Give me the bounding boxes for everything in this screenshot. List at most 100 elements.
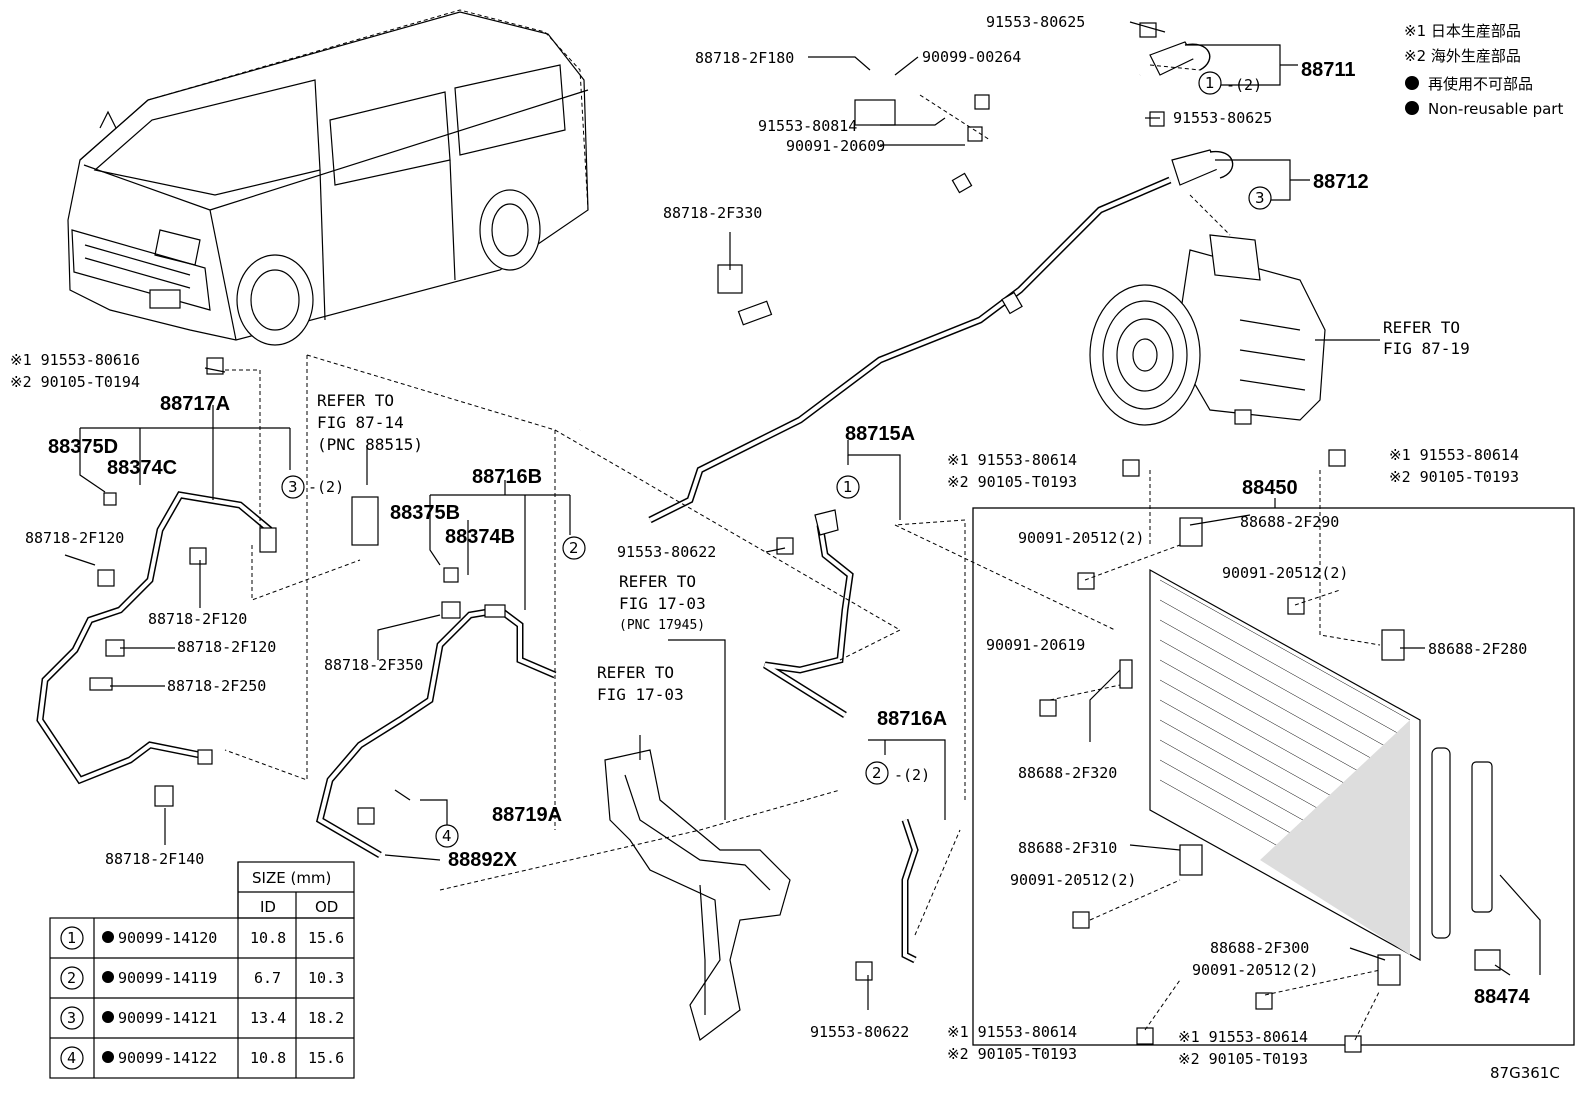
part-88712: 88712 [1313,171,1369,193]
circle-2-right: 2 [872,764,882,782]
circle-1-mid: 1 [843,478,853,496]
label-91553-80622-b: 91553-80622 [810,1023,909,1041]
non-reusable-bullet-icon [1405,76,1419,90]
discharge-hose-88712 [648,149,1234,524]
part-88374C: 88374C [107,457,177,479]
ref-87-14-line2: FIG 87-14 [317,413,404,432]
label-88718-2F180: 88718-2F180 [695,49,794,67]
part-88716A: 88716A [877,708,947,730]
label-90099-00264: 90099-00264 [922,48,1021,66]
label-r1-91553-80614-c: ※1 91553-80614 [947,1023,1077,1041]
part-88716B: 88716B [472,466,542,488]
row-1-part: 90099-14120 [118,929,217,947]
label-r1-91553-80614-b: ※1 91553-80614 [1389,446,1519,464]
bracket-17-03 [604,749,791,1042]
part-88450: 88450 [1242,477,1298,499]
ref-17-03b-line1: REFER TO [597,663,674,682]
label-88718-2F140: 88718-2F140 [105,850,204,868]
row-2-od: 10.3 [308,969,344,987]
legend: ※1 日本生産部品 ※2 海外生産部品 再使用不可部品 Non-reusable… [1404,22,1563,118]
row-3-no: 3 [67,1009,76,1027]
label-90091-20512-d: 90091-20512(2) [1192,961,1318,979]
label-88688-2F290: 88688-2F290 [1240,513,1339,531]
non-reusable-bullet-icon [102,1011,114,1023]
label-88688-2F320: 88688-2F320 [1018,764,1117,782]
label-circle1-qty: -(2) [1226,76,1262,94]
solid-leaders [64,21,1541,1010]
part-88375B: 88375B [390,502,460,524]
circle-3-top: 3 [1255,189,1265,207]
row-4-id: 10.8 [250,1049,286,1067]
row-2-id: 6.7 [254,969,281,987]
row-4-od: 15.6 [308,1049,344,1067]
size-table-col-id: ID [260,898,276,916]
label-88718-2F350: 88718-2F350 [324,656,423,674]
row-2-part: 90099-14119 [118,969,217,987]
label-r1-91553-80614-d: ※1 91553-80614 [1178,1028,1308,1046]
legend-note-1: ※1 日本生産部品 [1404,22,1521,40]
circle-3-left: 3 [288,478,298,496]
part-88711: 88711 [1301,59,1356,81]
label-88688-2F310: 88688-2F310 [1018,839,1117,857]
label-90091-20512-b: 90091-20512(2) [1222,564,1348,582]
ref-17-03a-line2: FIG 17-03 [619,594,706,613]
part-88715A: 88715A [845,423,915,445]
label-88718-2F120-a: 88718-2F120 [25,529,124,547]
label-88688-2F280: 88688-2F280 [1428,640,1527,658]
size-table-title: SIZE (mm) [252,869,331,887]
part-88719A: 88719A [492,804,562,826]
ref-17-03a-line1: REFER TO [619,572,696,591]
row-2-no: 2 [67,969,76,987]
row-4-part: 90099-14122 [118,1049,217,1067]
label-circle3-qty: -(2) [308,478,344,496]
size-table: SIZE (mm) ID OD 1 90099-14120 10.8 15.6 … [49,861,355,1079]
tube-88715A [763,509,854,718]
label-90105-T0194: ※2 90105-T0194 [10,373,140,391]
row-1-id: 10.8 [250,929,286,947]
part-88374B: 88374B [445,526,515,548]
condenser-88450 [972,507,1575,1046]
ref-17-03b-line2: FIG 17-03 [597,685,684,704]
row-1-od: 15.6 [308,929,344,947]
main-part-numbers: 88711 88712 88717A 88716B 88715A 88716A … [48,59,1530,1008]
label-91553-80625-top: 91553-80625 [986,13,1085,31]
label-90091-20512-c: 90091-20512(2) [1010,871,1136,889]
suction-hose-88711 [579,41,1211,432]
ref-87-14-line3: (PNC 88515) [317,435,423,454]
label-91553-80814: 91553-80814 [758,117,857,135]
circle-2-mid: 2 [569,539,579,557]
legend-note-3: 再使用不可部品 [1428,75,1533,93]
legend-note-4: Non-reusable part [1428,100,1563,118]
label-88718-2F250: 88718-2F250 [167,677,266,695]
tube-88716A [901,818,919,964]
part-88892X: 88892X [448,849,518,871]
compressor [1089,234,1326,426]
label-88688-2F300: 88688-2F300 [1210,939,1309,957]
non-reusable-bullet-icon [102,1051,114,1063]
non-reusable-bullet-icon [102,931,114,943]
ref-87-14-line1: REFER TO [317,391,394,410]
van-illustration [67,9,589,346]
dashed-leaders [224,64,1381,1041]
label-88718-2F120-b: 88718-2F120 [148,610,247,628]
label-90091-20609: 90091-20609 [786,137,885,155]
circle-4: 4 [442,827,452,845]
label-88718-2F120-c: 88718-2F120 [177,638,276,656]
label-circle2-qty: -(2) [894,766,930,784]
ref-17-03a-line3: (PNC 17945) [619,618,705,633]
label-r2-90105-T0193-b: ※2 90105-T0193 [1389,468,1519,486]
row-3-part: 90099-14121 [118,1009,217,1027]
row-3-id: 13.4 [250,1009,286,1027]
label-r2-90105-T0193-a: ※2 90105-T0193 [947,473,1077,491]
label-r2-90105-T0193-c: ※2 90105-T0193 [947,1045,1077,1063]
figure-code: 87G361C [1490,1064,1560,1082]
label-90091-20619: 90091-20619 [986,636,1085,654]
circle-1-top: 1 [1205,74,1215,92]
non-reusable-bullet-icon [102,971,114,983]
label-r1-91553-80614-a: ※1 91553-80614 [947,451,1077,469]
part-88717A: 88717A [160,393,230,415]
label-91553-80622-a: 91553-80622 [617,543,716,561]
legend-note-2: ※2 海外生産部品 [1404,47,1521,65]
part-labels: 88718-2F180 90099-00264 91553-80814 9009… [10,13,1527,1068]
